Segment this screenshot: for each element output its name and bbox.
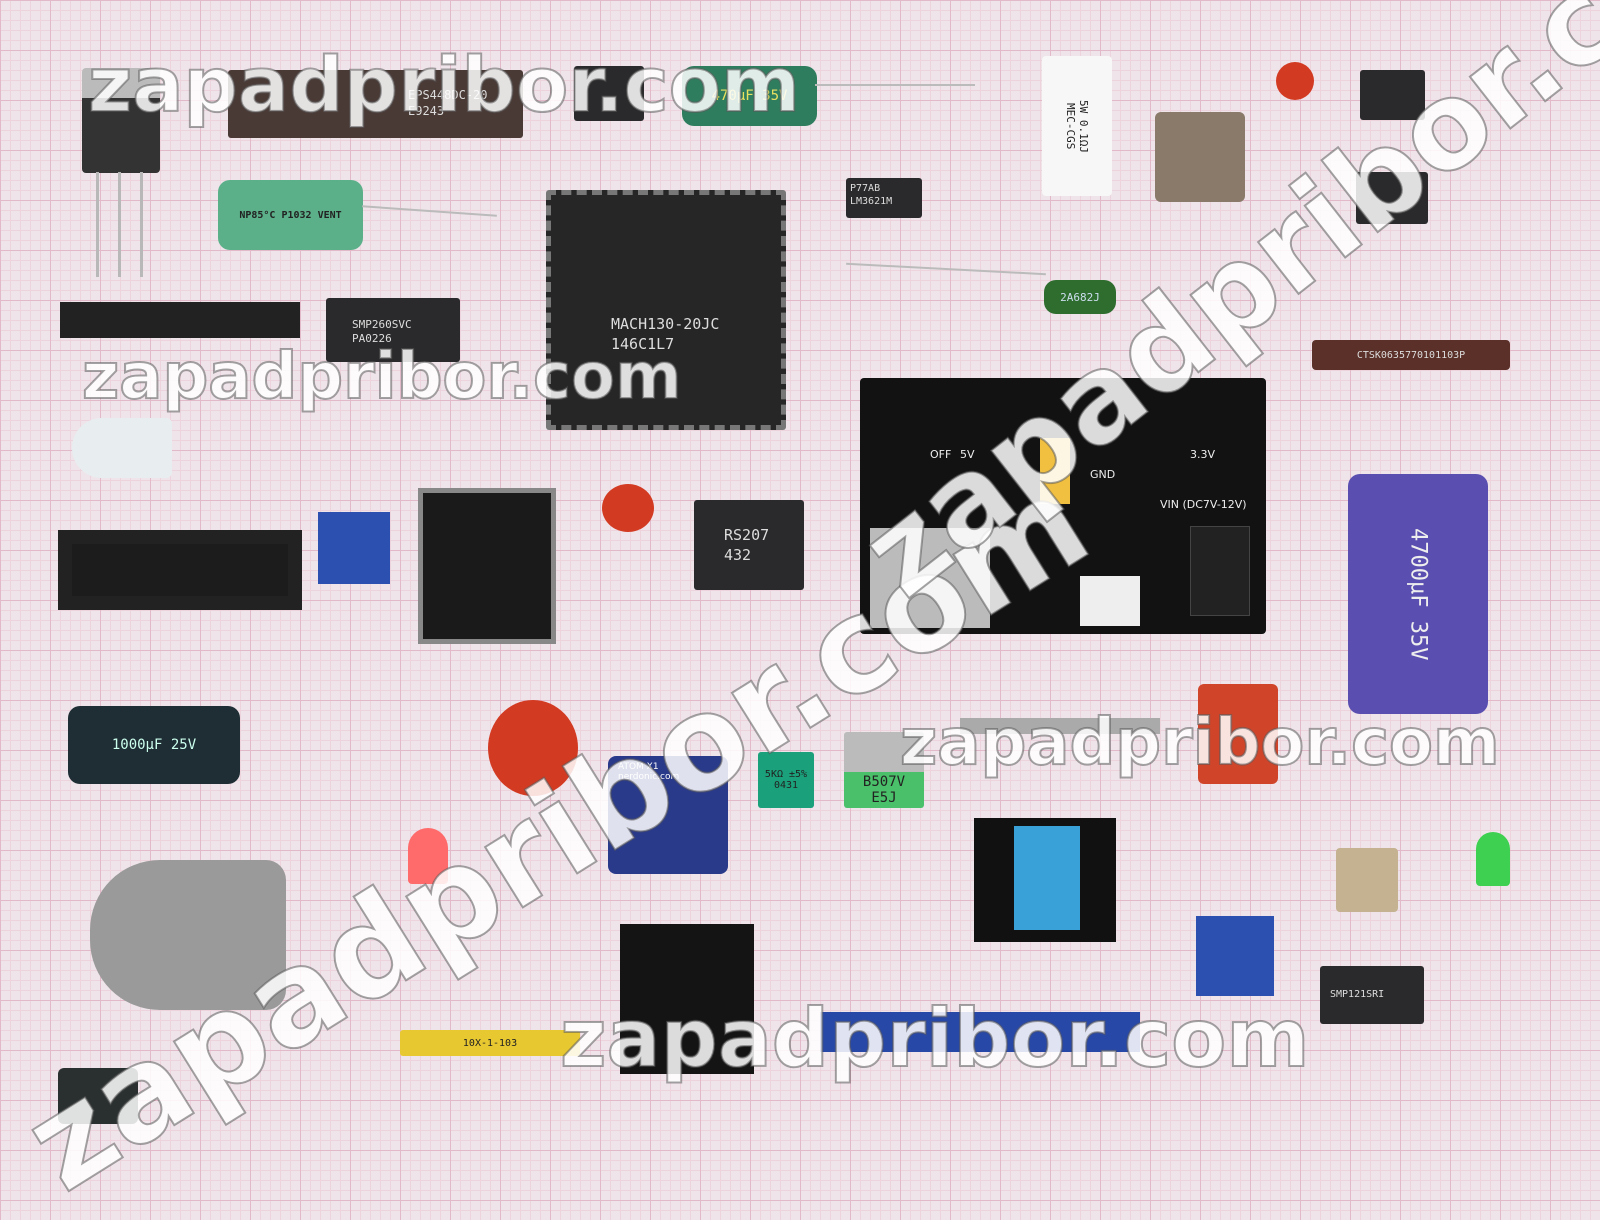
chip-label: E9243 bbox=[408, 103, 445, 118]
chip-label: RS207 bbox=[724, 526, 770, 544]
chip-label: SMP260SVC bbox=[352, 318, 412, 331]
rotary-potentiometer bbox=[960, 718, 1160, 734]
bipolar-capacitor: NP85°C P1032 VENT bbox=[218, 180, 363, 250]
dot-matrix-display bbox=[418, 488, 556, 644]
thermostat-switch bbox=[90, 860, 286, 1010]
watermark: zapadpribor.com bbox=[899, 705, 1501, 781]
breadboard-power-supply: VIN (DC7V-12V) 3.3V OFF 5V GND bbox=[860, 378, 1266, 634]
green-led bbox=[1476, 832, 1510, 886]
watermark: zapadpribor.com bbox=[87, 39, 801, 130]
chip-label: MACH130-20JC bbox=[611, 315, 720, 333]
chip-label: EPS448DC-20 bbox=[408, 88, 488, 102]
resistor-label: MEC-CGS bbox=[1064, 102, 1077, 150]
psu-label: OFF bbox=[930, 448, 952, 461]
chip-label: 432 bbox=[724, 545, 752, 564]
psu-label: 5V bbox=[960, 448, 975, 461]
trimmer-potentiometer bbox=[318, 512, 390, 584]
watermark: zapadpribor.com bbox=[81, 339, 683, 415]
to220-regulator bbox=[82, 68, 160, 173]
psu-label: GND bbox=[1090, 468, 1116, 481]
varistor bbox=[488, 700, 578, 796]
trimmer-label: 5KΩ ±5% bbox=[764, 769, 808, 780]
edge-connector bbox=[820, 1012, 1140, 1052]
chip-label: P77AB bbox=[850, 183, 881, 194]
crystal-module bbox=[620, 924, 754, 1074]
film-capacitor: 2A682J bbox=[1044, 280, 1116, 314]
trimmer-label: 0431 bbox=[773, 780, 799, 791]
chip-label: B507V bbox=[862, 774, 906, 790]
ceramic-capacitor bbox=[1276, 62, 1314, 100]
resistor-label: 5W 0.1ΩJ bbox=[1077, 99, 1090, 153]
inductor bbox=[58, 1068, 138, 1124]
ceramic-capacitor bbox=[602, 484, 654, 532]
polyfuse bbox=[1198, 684, 1278, 784]
trimmer-potentiometer bbox=[1196, 916, 1274, 996]
board-label: ATOM X1 bbox=[618, 762, 659, 772]
electrolytic-capacitor-4700uf: 4700µF 35V bbox=[1348, 474, 1488, 714]
trimmer-resistor-5k: 5KΩ ±5%0431 bbox=[758, 752, 814, 808]
chip-label: 146C1L7 bbox=[611, 334, 675, 353]
resistor-network: CTSK0635770101103P bbox=[1312, 340, 1510, 370]
chip-label: SMP121SRI bbox=[1330, 989, 1385, 1000]
electrolytic-capacitor-470uf: 470µF 35V bbox=[682, 66, 817, 126]
dip-chip-smp121sri: SMP121SRI bbox=[1320, 966, 1424, 1024]
dht11-sensor-module bbox=[974, 818, 1116, 942]
soic-chip: P77AB LM3621M bbox=[846, 178, 922, 218]
small-dip-ic bbox=[1360, 70, 1425, 120]
red-led bbox=[408, 828, 448, 884]
ic-socket bbox=[58, 530, 302, 610]
clear-led bbox=[72, 418, 172, 478]
pin-header bbox=[60, 302, 300, 338]
psu-label: 3.3V bbox=[1190, 448, 1216, 461]
metal-can-ic bbox=[1336, 848, 1398, 912]
chip-label: E5J bbox=[871, 790, 897, 806]
metal-can-ic bbox=[1155, 112, 1245, 202]
psu-label: VIN (DC7V-12V) bbox=[1160, 498, 1247, 511]
board-label: nerdonic.com bbox=[618, 772, 680, 782]
electrolytic-capacitor-1000uf: 1000µF 25V bbox=[68, 706, 240, 784]
chip-label: LM3621M bbox=[850, 196, 893, 207]
small-dip-ic bbox=[1356, 172, 1428, 224]
sip-resistor-network-yellow: 10X-1-103 bbox=[400, 1030, 580, 1056]
small-ic bbox=[574, 66, 644, 121]
watermark: zapadpribor.com bbox=[559, 991, 1311, 1086]
chip-label: PA0226 bbox=[352, 332, 392, 346]
